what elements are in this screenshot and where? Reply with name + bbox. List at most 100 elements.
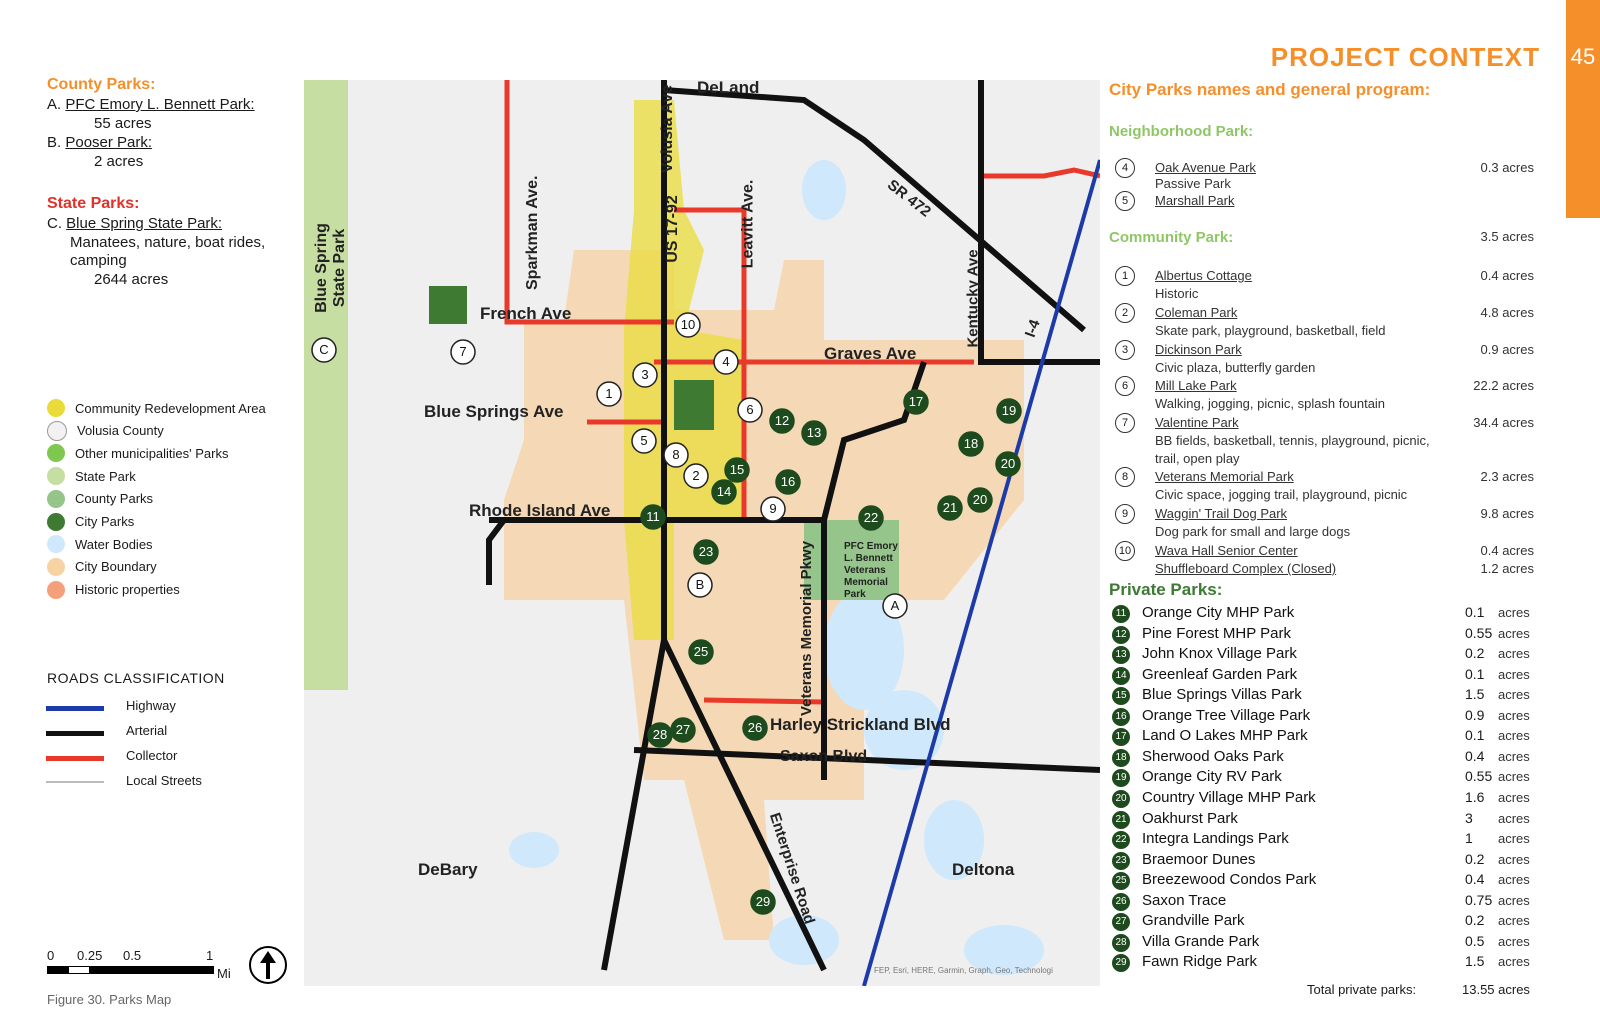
highway-i4 bbox=[862, 159, 1100, 986]
park-acres: 2.3 acres bbox=[1480, 469, 1534, 484]
park-name[interactable]: Mill Lake Park bbox=[1155, 378, 1237, 393]
total-private-label: Total private parks: bbox=[1307, 982, 1417, 997]
county-park-a-area bbox=[804, 520, 899, 600]
letter-marker: A bbox=[882, 593, 908, 619]
private-park-marker: 22 bbox=[858, 505, 884, 531]
label-us1792: US 17-92 bbox=[663, 195, 681, 263]
legend-swatch bbox=[47, 512, 65, 531]
private-park-acres: 0.2 bbox=[1465, 645, 1485, 662]
private-park-marker: 16 bbox=[775, 469, 801, 495]
svg-text:C: C bbox=[319, 342, 328, 357]
label-debary: DeBary bbox=[418, 860, 478, 879]
park-name[interactable]: Coleman Park bbox=[1155, 305, 1238, 320]
park-acres: 1.2 acres bbox=[1480, 561, 1534, 576]
park-desc: Walking, jogging, picnic, splash fountai… bbox=[1155, 396, 1386, 411]
private-park-name: Sherwood Oaks Park bbox=[1142, 747, 1284, 765]
park-name[interactable]: Wava Hall Senior Center bbox=[1155, 543, 1298, 558]
county-park-a: A. PFC Emory L. Bennett Park: bbox=[47, 96, 255, 113]
park-name[interactable]: Valentine Park bbox=[1155, 415, 1239, 430]
scale-tick-1: 1 bbox=[206, 948, 214, 963]
park-desc: Historic bbox=[1155, 286, 1199, 301]
svg-text:17: 17 bbox=[909, 394, 923, 409]
park-number: 5 bbox=[1115, 191, 1135, 211]
private-park-number: 29 bbox=[1112, 954, 1130, 973]
park-name[interactable]: Waggin' Trail Dog Park bbox=[1155, 506, 1288, 521]
legend-item: Other municipalities' Parks bbox=[47, 443, 228, 463]
private-park-name: Orange Tree Village Park bbox=[1142, 706, 1311, 724]
park-number: 7 bbox=[1115, 413, 1135, 433]
county-parks-heading: County Parks: bbox=[47, 76, 156, 93]
legend-item: City Boundary bbox=[47, 557, 157, 577]
private-park-unit: acres bbox=[1498, 954, 1530, 970]
private-park-name: Braemoor Dunes bbox=[1142, 850, 1256, 868]
private-park-number: 28 bbox=[1112, 933, 1130, 952]
svg-text:13: 13 bbox=[807, 425, 821, 440]
svg-text:29: 29 bbox=[756, 894, 770, 909]
legend-label: Water Bodies bbox=[75, 536, 153, 552]
private-park-marker: 27 bbox=[670, 717, 696, 743]
private-park-marker: 29 bbox=[750, 889, 776, 915]
state-park-c: C. Blue Spring State Park: bbox=[47, 215, 223, 232]
label-blue-springs-ave: Blue Springs Ave bbox=[424, 402, 564, 421]
park-desc: trail, open play bbox=[1155, 451, 1240, 466]
legend-item: State Park bbox=[47, 466, 136, 486]
park-acres: 0.9 acres bbox=[1480, 342, 1534, 357]
private-park-acres: 0.1 bbox=[1465, 727, 1485, 744]
label-kentucky-ave: Kentucky Ave bbox=[964, 249, 982, 348]
private-park-unit: acres bbox=[1498, 789, 1530, 805]
park-number: 9 bbox=[1115, 504, 1135, 524]
private-park-name: Villa Grande Park bbox=[1142, 932, 1260, 950]
svg-text:21: 21 bbox=[943, 500, 957, 515]
private-park-name: Saxon Trace bbox=[1142, 891, 1227, 909]
state-park-area bbox=[304, 80, 348, 690]
label-rhode-island-ave: Rhode Island Ave bbox=[469, 501, 611, 520]
svg-text:6: 6 bbox=[746, 402, 753, 417]
label-graves-ave: Graves Ave bbox=[824, 344, 917, 363]
park-name[interactable]: Marshall Park bbox=[1155, 193, 1235, 208]
city-park-marker: 1 bbox=[596, 381, 622, 407]
park-name[interactable]: Veterans Memorial Park bbox=[1155, 469, 1294, 484]
park-name[interactable]: Albertus Cottage bbox=[1155, 268, 1252, 283]
label-harley-strickland: Harley Strickland Blvd bbox=[770, 715, 951, 734]
scale-unit: Mi bbox=[217, 966, 231, 981]
page-tab bbox=[1566, 0, 1600, 218]
private-park-name: Greenleaf Garden Park bbox=[1142, 665, 1298, 683]
private-park-unit: acres bbox=[1498, 913, 1530, 929]
label-veterans-pkwy: Veterans Memorial Pkwy bbox=[798, 540, 816, 717]
park-name[interactable]: Oak Avenue Park bbox=[1155, 160, 1256, 175]
legend-swatch bbox=[47, 399, 65, 417]
svg-text:2: 2 bbox=[692, 468, 699, 483]
svg-text:19: 19 bbox=[1002, 403, 1016, 418]
private-park-number: 21 bbox=[1112, 810, 1130, 829]
private-park-unit: acres bbox=[1498, 666, 1530, 682]
park-desc: Dog park for small and large dogs bbox=[1155, 524, 1351, 539]
scale-tick-025: 0.25 bbox=[77, 948, 103, 963]
legend-swatch bbox=[47, 420, 67, 441]
park-name[interactable]: Shuffleboard Complex (Closed) bbox=[1155, 561, 1337, 576]
county-park-b-name: Pooser Park: bbox=[65, 134, 153, 151]
legend-item: Water Bodies bbox=[47, 534, 153, 554]
private-park-marker: 23 bbox=[693, 539, 719, 565]
private-park-unit: acres bbox=[1498, 687, 1530, 703]
park-name[interactable]: Dickinson Park bbox=[1155, 342, 1242, 357]
svg-text:25: 25 bbox=[694, 644, 708, 659]
park-number: 1 bbox=[1115, 266, 1135, 286]
private-park-unit: acres bbox=[1498, 872, 1530, 888]
private-park-acres: 1.5 bbox=[1465, 953, 1485, 970]
private-park-acres: 0.55 bbox=[1465, 768, 1493, 785]
svg-text:3: 3 bbox=[641, 367, 648, 382]
private-park-marker: 11 bbox=[640, 504, 666, 530]
roads-title: ROADS CLASSIFICATION bbox=[47, 670, 225, 686]
private-park-unit: acres bbox=[1498, 769, 1530, 785]
